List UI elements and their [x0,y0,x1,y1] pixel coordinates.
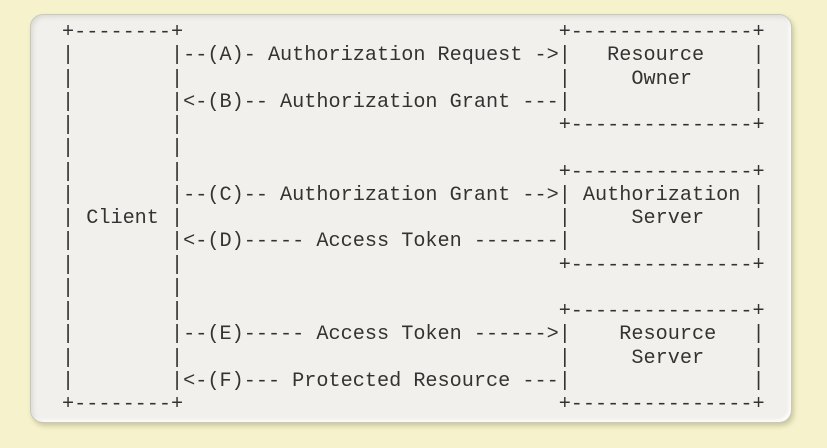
oauth-flow-ascii-diagram: +--------+ +---------------+ | |--(A)- A… [62,21,765,416]
code-panel: +--------+ +---------------+ | |--(A)- A… [30,14,792,423]
